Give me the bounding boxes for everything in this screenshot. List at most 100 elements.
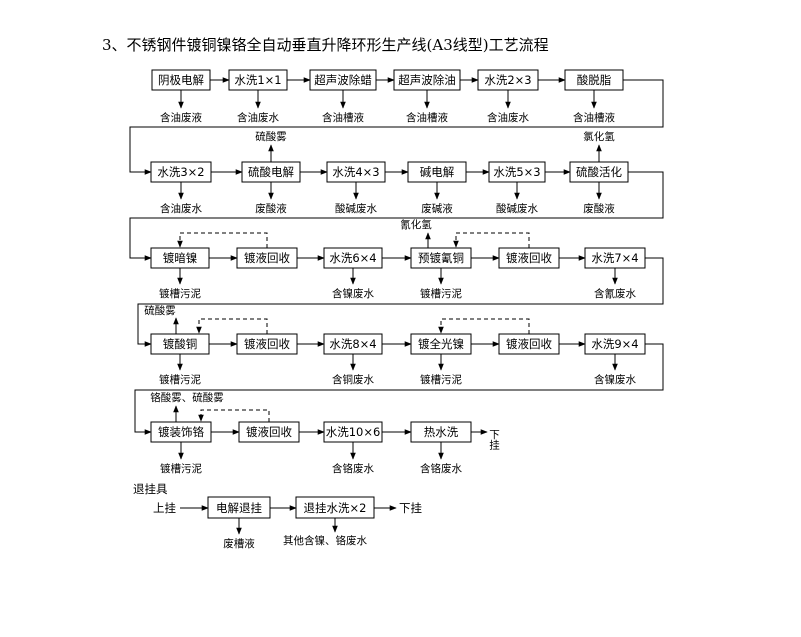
waste-label: 镀槽污泥 xyxy=(159,373,201,386)
step-label: 预镀氰铜 xyxy=(418,251,464,265)
process-box-rinse-8: 水洗8×4 xyxy=(323,333,383,355)
waste-label: 含油槽液 xyxy=(406,111,448,124)
process-box-cathodic-electrolysis: 阴极电解 xyxy=(151,69,211,91)
waste-label: 废槽液 xyxy=(223,537,255,550)
waste-label: 含铬废水 xyxy=(420,462,462,475)
step-label: 硫酸电解 xyxy=(248,165,294,179)
step-label: 镀全光镍 xyxy=(418,337,464,351)
output-arrows xyxy=(178,442,444,460)
waste-label: 含铜废水 xyxy=(332,373,374,386)
waste-label: 含氰废水 xyxy=(594,287,636,300)
waste-label: 含油废液 xyxy=(160,111,202,124)
process-box-ultrasonic-dewax: 超声波除蜡 xyxy=(309,69,377,91)
output-arrows xyxy=(178,182,602,200)
row-4: 硫酸雾 镀酸铜 镀液回收 水洗8×4 镀全光镍 镀液回收 水洗9×4 xyxy=(144,304,646,386)
row-5: 铬酸雾、硫酸雾 镀装饰铬 镀液回收 水洗10×6 热水洗 下挂 xyxy=(150,391,500,475)
step-label: 水洗10×6 xyxy=(326,425,381,439)
page-title: 3、不锈钢件镀铜镍铬全自动垂直升降环形生产线(A3线型)工艺流程 xyxy=(102,36,549,54)
step-label: 水洗9×4 xyxy=(591,337,638,351)
rework-end-label: 下挂 xyxy=(399,501,422,515)
process-box-rinse-5: 水洗5×3 xyxy=(488,161,546,183)
step-label: 水洗3×2 xyxy=(157,165,204,179)
process-box-rinse-3: 水洗3×2 xyxy=(150,161,212,183)
connector-row4-row5 xyxy=(134,343,664,435)
step-label: 水洗7×4 xyxy=(591,251,638,265)
step-label: 镀酸铜 xyxy=(163,337,198,351)
waste-label: 镀槽污泥 xyxy=(420,287,462,300)
process-box-cyanide-copper-strike: 预镀氰铜 xyxy=(410,247,472,269)
output-labels: 镀槽污泥 含铜废水 镀槽污泥 含镍废水 xyxy=(159,373,636,386)
emission-label: 硫酸雾 xyxy=(255,130,287,143)
output-arrows xyxy=(177,268,618,285)
step-label: 水洗6×4 xyxy=(329,251,376,265)
waste-label: 镀槽污泥 xyxy=(159,287,201,300)
waste-label: 其他含镍、铬废水 xyxy=(283,534,367,547)
recovery-return-loop xyxy=(198,409,270,422)
recovery-return-loop xyxy=(196,318,268,334)
rework-start-label: 上挂 xyxy=(153,501,176,515)
step-label: 镀暗镍 xyxy=(163,251,198,265)
process-box-acid-degrease: 酸脱脂 xyxy=(564,69,624,91)
recovery-return-loop xyxy=(438,318,530,334)
process-box-sulfuric-activation: 硫酸活化 xyxy=(569,161,629,183)
waste-label: 含油废水 xyxy=(237,111,279,124)
output-labels: 镀槽污泥 含镍废水 镀槽污泥 含氰废水 xyxy=(159,287,636,300)
step-label: 水洗5×3 xyxy=(493,165,540,179)
waste-label: 废酸液 xyxy=(255,202,287,215)
process-box-rinse-10: 水洗10×6 xyxy=(323,421,383,443)
process-box-rinse-2: 水洗2×3 xyxy=(477,69,539,91)
waste-label: 酸碱废水 xyxy=(496,202,538,215)
waste-label: 含镍废水 xyxy=(594,373,636,386)
process-box-rinse-4: 水洗4×3 xyxy=(326,161,386,183)
connector-row3-row4 xyxy=(137,257,664,347)
waste-label: 废碱液 xyxy=(421,202,453,215)
process-box-rinse-7: 水洗7×4 xyxy=(584,247,646,269)
row-2: 水洗3×2 硫酸电解 水洗4×3 碱电解 水洗5×3 硫酸活化 xyxy=(150,130,629,215)
process-box-sulfuric-electrolysis: 硫酸电解 xyxy=(241,161,301,183)
waste-label: 镀槽污泥 xyxy=(420,373,462,386)
waste-label: 含油槽液 xyxy=(322,111,364,124)
waste-label: 含铬废水 xyxy=(332,462,374,475)
step-label: 阴极电解 xyxy=(158,73,204,87)
process-box-bright-nickel: 镀全光镍 xyxy=(410,333,472,355)
output-labels: 镀槽污泥 含铬废水 含铬废水 xyxy=(160,462,462,475)
waste-label: 酸碱废水 xyxy=(335,202,377,215)
waste-label: 废酸液 xyxy=(583,202,615,215)
process-box-solution-recovery: 镀液回收 xyxy=(236,247,298,269)
step-label: 镀装饰铬 xyxy=(158,425,204,439)
recovery-return-loop xyxy=(453,232,530,248)
step-label: 电解退挂 xyxy=(216,501,262,515)
process-box-rinse-1: 水洗1×1 xyxy=(228,69,288,91)
process-box-rinse-9: 水洗9×4 xyxy=(584,333,646,355)
process-box-alkaline-electrolysis: 碱电解 xyxy=(407,161,467,183)
connector-row2-row3 xyxy=(129,171,664,261)
step-label: 硫酸活化 xyxy=(576,165,622,179)
step-label: 超声波除油 xyxy=(398,73,456,87)
process-box-solution-recovery: 镀液回收 xyxy=(238,421,300,443)
emission-label: 氯化氢 xyxy=(583,130,615,143)
process-box-ultrasonic-degrease: 超声波除油 xyxy=(393,69,461,91)
emission-label: 硫酸雾 xyxy=(144,304,176,317)
process-box-solution-recovery: 镀液回收 xyxy=(498,333,560,355)
step-label: 镀液回收 xyxy=(244,337,290,351)
process-box-decorative-chrome: 镀装饰铬 xyxy=(150,421,212,443)
row-3: 镀暗镍 镀液回收 水洗6×4 预镀氰铜 镀液回收 水洗7×4 xyxy=(150,218,646,300)
process-box-electrolytic-strip: 电解退挂 xyxy=(207,496,271,519)
process-box-hot-water-rinse: 热水洗 xyxy=(410,421,472,443)
emission-label: 氰化氢 xyxy=(400,218,432,231)
step-label: 碱电解 xyxy=(420,165,455,179)
row-1: 阴极电解 水洗1×1 超声波除蜡 超声波除油 水洗2×3 酸脱脂 xyxy=(151,69,624,124)
waste-label: 含油废水 xyxy=(487,111,529,124)
step-label: 镀液回收 xyxy=(506,251,552,265)
step-label: 镀液回收 xyxy=(244,251,290,265)
waste-label: 镀槽污泥 xyxy=(160,462,202,475)
process-box-dark-nickel: 镀暗镍 xyxy=(150,247,210,269)
step-label: 水洗8×4 xyxy=(329,337,376,351)
waste-label: 含油废水 xyxy=(160,202,202,215)
step-label: 水洗4×3 xyxy=(332,165,379,179)
output-labels: 含油废水 废酸液 酸碱废水 废碱液 酸碱废水 废酸液 xyxy=(160,202,615,215)
connector-row1-row2 xyxy=(129,79,664,175)
waste-label: 含镍废水 xyxy=(332,287,374,300)
emission-label: 铬酸雾、硫酸雾 xyxy=(150,391,224,404)
